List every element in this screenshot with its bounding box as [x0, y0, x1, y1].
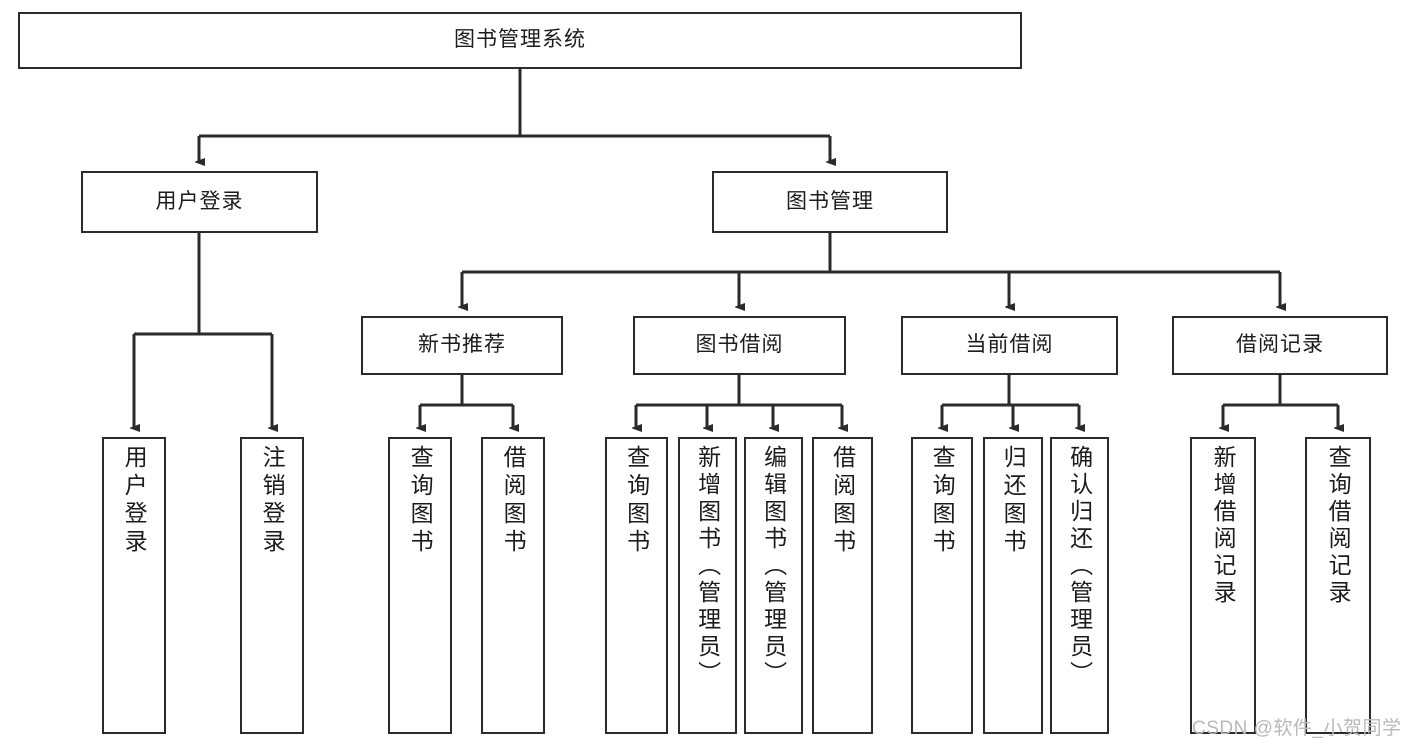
- leaf-logout-login[interactable]: 注销登录: [240, 437, 304, 734]
- node-book-management[interactable]: 图书管理: [712, 171, 948, 233]
- leaf-edit-book-admin[interactable]: 编辑图书（管理员）: [744, 437, 803, 734]
- csdn-watermark: CSDN @软件_小贺同学: [1192, 718, 1402, 739]
- leaf-query-borrow-record[interactable]: 查询借阅记录: [1305, 437, 1371, 734]
- node-current-borrow[interactable]: 当前借阅: [901, 316, 1118, 375]
- node-book-management-label: 图书管理: [786, 189, 874, 213]
- leaf-add-book-admin[interactable]: 新增图书（管理员）: [678, 437, 737, 734]
- leaf-return-book[interactable]: 归还图书: [983, 437, 1043, 734]
- node-book-borrow-label: 图书借阅: [695, 333, 784, 357]
- node-user-login[interactable]: 用户登录: [81, 171, 318, 233]
- node-book-borrow[interactable]: 图书借阅: [633, 316, 846, 375]
- node-root[interactable]: 图书管理系统: [18, 12, 1022, 69]
- node-current-borrow-label: 当前借阅: [965, 333, 1054, 357]
- leaf-edit-book-admin-label: 编辑图书（管理员）: [760, 445, 787, 688]
- node-new-book-recommend-label: 新书推荐: [418, 333, 506, 357]
- leaf-query-book-current-label: 查询图书: [929, 445, 956, 557]
- leaf-query-book-borrow-label: 查询图书: [623, 445, 650, 557]
- leaf-borrow-book[interactable]: 借阅图书: [812, 437, 873, 734]
- leaf-borrow-book-recommend-label: 借阅图书: [500, 445, 527, 557]
- node-borrow-record-label: 借阅记录: [1236, 333, 1324, 357]
- leaf-logout-login-label: 注销登录: [259, 445, 286, 557]
- node-root-label: 图书管理系统: [454, 28, 586, 52]
- leaf-query-book-current[interactable]: 查询图书: [911, 437, 973, 734]
- leaf-query-book-borrow[interactable]: 查询图书: [605, 437, 668, 734]
- leaf-return-book-label: 归还图书: [1000, 445, 1027, 557]
- leaf-user-login[interactable]: 用户登录: [102, 437, 166, 734]
- node-user-login-label: 用户登录: [155, 189, 244, 213]
- leaf-query-book-recommend-label: 查询图书: [407, 445, 434, 557]
- leaf-confirm-return-admin-label: 确认归还（管理员）: [1066, 445, 1093, 688]
- leaf-query-borrow-record-label: 查询借阅记录: [1325, 445, 1352, 607]
- leaf-borrow-book-label: 借阅图书: [829, 445, 856, 557]
- leaf-add-borrow-record-label: 新增借阅记录: [1210, 445, 1237, 607]
- leaf-borrow-book-recommend[interactable]: 借阅图书: [481, 437, 545, 734]
- leaf-user-login-label: 用户登录: [121, 445, 148, 557]
- leaf-confirm-return-admin[interactable]: 确认归还（管理员）: [1050, 437, 1109, 734]
- leaf-add-borrow-record[interactable]: 新增借阅记录: [1190, 437, 1256, 734]
- leaf-add-book-admin-label: 新增图书（管理员）: [694, 445, 721, 688]
- leaf-query-book-recommend[interactable]: 查询图书: [388, 437, 452, 734]
- node-borrow-record[interactable]: 借阅记录: [1172, 316, 1388, 375]
- node-new-book-recommend[interactable]: 新书推荐: [361, 316, 563, 375]
